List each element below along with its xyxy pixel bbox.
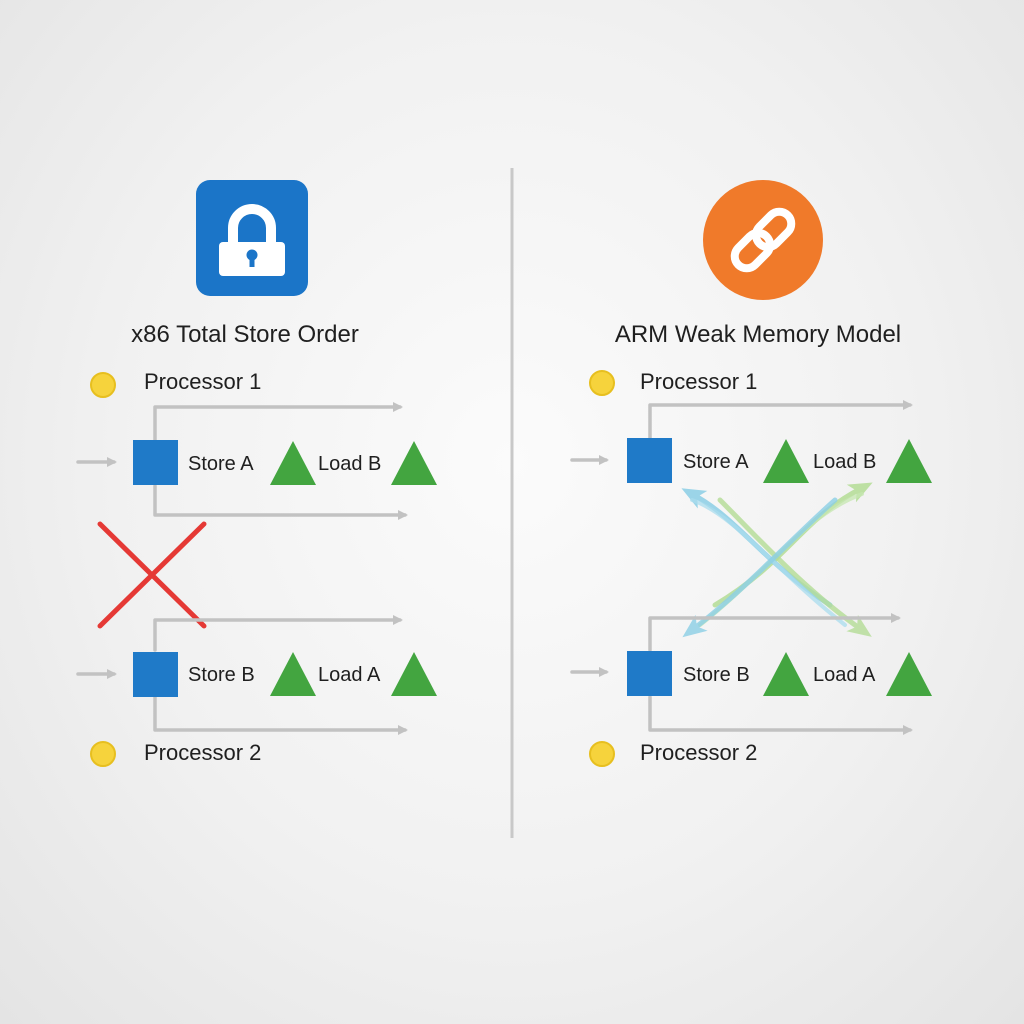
store-square xyxy=(627,438,672,483)
store-b-label: Store B xyxy=(683,664,750,686)
load-a-label: Load A xyxy=(318,664,381,686)
processor-2-label: Processor 2 xyxy=(144,740,261,765)
processor-1-dot xyxy=(90,372,116,398)
x-mark-icon xyxy=(97,521,207,629)
flow-line xyxy=(648,695,913,735)
flow-line xyxy=(648,400,913,440)
load-triangle xyxy=(886,439,932,483)
load-b-label: Load B xyxy=(813,451,876,473)
store-square xyxy=(133,652,178,697)
processor-1-label: Processor 1 xyxy=(144,369,261,394)
processor-2-label: Processor 2 xyxy=(640,740,757,765)
crossing-arrows-icon xyxy=(681,482,873,638)
load-triangle xyxy=(391,441,437,485)
flow-line xyxy=(648,613,901,652)
load-triangle xyxy=(763,652,809,696)
store-a-label: Store A xyxy=(683,451,749,473)
store-square xyxy=(133,440,178,485)
load-triangle xyxy=(886,652,932,696)
store-b-label: Store B xyxy=(188,664,255,686)
store-square xyxy=(627,651,672,696)
store-a-label: Store A xyxy=(188,453,254,475)
processor-1-dot xyxy=(589,370,615,396)
load-triangle xyxy=(763,439,809,483)
load-triangle xyxy=(270,652,316,696)
flow-line xyxy=(153,402,403,442)
arm-title: ARM Weak Memory Model xyxy=(615,321,901,348)
arm-panel: ARM Weak Memory Model Processor 1 Store … xyxy=(570,180,932,767)
processor-2-dot xyxy=(589,741,615,767)
x86-panel: x86 Total Store Order Processor 1 Store … xyxy=(76,180,437,767)
processor-1-label: Processor 1 xyxy=(640,369,757,394)
chain-link-icon xyxy=(703,180,823,300)
load-triangle xyxy=(391,652,437,696)
flow-line xyxy=(153,484,408,520)
processor-2-dot xyxy=(90,741,116,767)
load-b-label: Load B xyxy=(318,453,381,475)
load-triangle xyxy=(270,441,316,485)
lock-icon xyxy=(196,180,308,296)
flow-line xyxy=(153,695,408,735)
load-a-label: Load A xyxy=(813,664,876,686)
flow-line xyxy=(153,615,403,652)
x86-title: x86 Total Store Order xyxy=(131,321,359,348)
